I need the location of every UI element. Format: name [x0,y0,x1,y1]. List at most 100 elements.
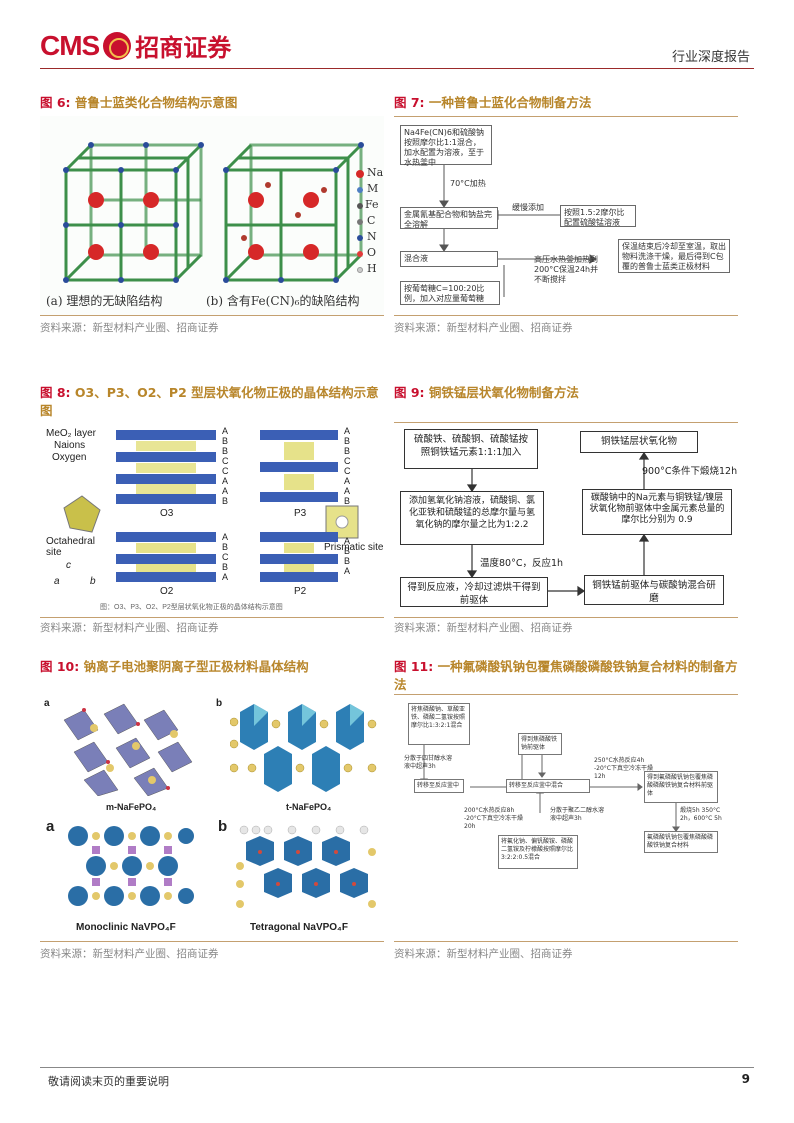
legend-n-dot [357,235,363,241]
panel-label: a [46,818,55,835]
cms-logo: CMS 招商证券 [40,28,231,63]
step-box: 得到反应液，冷却过滤烘干得到前驱体 [400,577,548,607]
step-label: 分散于聚乙二醇水溶液中超声3h [550,807,605,822]
crystal-m-nafepo4 [63,703,193,796]
legend-na-dot [356,170,364,178]
report-type: 行业深度报告 [671,50,750,65]
step-box: 添加氢氧化钠溶液，硫酸铜、氯化亚铁和硫酸锰的总摩尔量与氢氧化钠的摩尔量之比为1:… [400,491,544,545]
step-label: 70°C加热 [450,179,486,188]
figure-7: 图 7: 一种普鲁士蓝化合物制备方法 Na4Fe(CN)6和硫酸钠按照摩尔比1:… [394,94,738,334]
crystal-tetragonal-navpo4f [236,825,376,908]
figure-title: 图 9: 铜铁锰层状氧化物制备方法 [394,385,579,400]
flow-arrows [466,451,650,597]
label-prismatic: Prismatic site [324,542,384,553]
legend-o-dot [357,251,363,257]
label-p3: P3 [294,508,307,519]
legend-n: N [367,230,377,243]
figure-source: 资料来源：新型材料产业圈、招商证券 [394,322,573,334]
label-octahedral: Octahedral site [46,536,95,558]
step-label: 煅烧5h 350°C 2h，600°C 5h [680,807,722,822]
panel-label: b [216,698,223,709]
structure-p3 [260,430,338,502]
figure-source: 资料来源：新型材料产业圈、招商证券 [40,948,219,960]
legend-fe-dot [357,203,363,209]
legend-c-dot [357,219,363,225]
step-label: 温度80°C，反应1h [480,558,564,569]
lattice-ideal [63,142,204,283]
figure-source: 资料来源：新型材料产业圈、招商证券 [394,622,573,634]
legend-c: C [367,214,376,227]
figure-10: 图 10: 钠离子电池聚阴离子型正极材料晶体结构 a m-NaFePO₄ b t… [40,658,384,960]
figure-9: 图 9: 铜铁锰层状氧化物制备方法 硫酸铁、硫酸铜、硫酸锰按照铜铁锰元素1:1:… [394,384,738,634]
legend-m-dot [357,187,363,193]
figure-title: 图 6: 普鲁士蓝类化合物结构示意图 [40,95,238,110]
caption-b: (b) 含有Fe(CN)₆的缺陷结构 [206,294,360,308]
legend-m: M [367,182,379,195]
label-layer: MeO₂ layer [46,428,97,439]
step-label: 缓慢添加 [512,203,544,212]
step-box: 转移至反应釜中 [414,779,464,793]
structure-o2 [116,532,216,582]
step-box: Na4Fe(CN)6和硫酸钠按照摩尔比1:1混合，加水配置为溶液，至于水热釜中 [400,125,492,167]
caption-a: (a) 理想的无缺陷结构 [46,294,163,308]
step-box: 转移至反应釜中混合 [506,779,590,793]
legend-h-dot [357,267,363,273]
figure-source: 资料来源：新型材料产业圈、招商证券 [40,322,219,334]
octahedral-site-shape [63,495,101,533]
footer-divider [40,1067,754,1068]
lattice-defect [223,142,364,283]
step-box: 硫酸铁、硫酸铜、硫酸锰按照铜铁锰元素1:1:1加入 [404,429,538,469]
legend-o: O [367,246,377,259]
figure-title: 图 11: 一种氟磷酸钒钠包覆焦磷酸磷酸铁钠复合材料的制备方法 [394,659,738,692]
caption: m-NaFePO₄ [106,802,157,812]
step-label: 250°C水热反应4h -20°C下真空冷冻干燥12h [594,757,653,780]
label-naions: Naions [54,440,86,451]
panel-label: a [44,698,50,709]
structure-p2 [260,532,338,582]
label-o3: O3 [160,508,174,519]
step-label: 分散于四甘醇水溶液中超声3h [404,755,453,770]
structure-o3 [116,430,216,504]
axis-a: a [54,576,60,587]
figure-source: 资料来源：新型材料产业圈、招商证券 [40,622,219,634]
figure-8: 图 8: O3、P3、O2、P2 型层状氧化物正极的晶体结构示意图 MeO₂ l… [40,384,384,634]
step-box: 将焦磷酸钠、草酸亚铁、磷酸二氢铵按照摩尔比1:3:2:1混合 [408,703,470,745]
step-box: 碳酸钠中的Na元素与铜铁锰/镍层状氧化物前驱体中金属元素总量的摩尔比分别为 0.… [582,489,732,535]
figure-title: 图 7: 一种普鲁士蓝化合物制备方法 [394,95,592,110]
label-oxygen: Oxygen [52,452,87,463]
logo-chinese: 招商证券 [135,33,232,62]
figure-title: 图 10: 钠离子电池聚阴离子型正极材料晶体结构 [40,659,309,674]
step-label: 200°C水热反应8h -20°C下真空冷冻干燥20h [464,807,523,830]
logo-emblem-icon [103,31,132,60]
step-box: 金属氰基配合物和钠盐完全溶解 [400,207,498,229]
step-box: 混合液 [400,251,498,267]
step-box: 保温结束后冷却至室温，取出物料洗涤干燥，最后得到C包覆的普鲁士蓝类正极材料 [618,239,730,273]
step-box: 按葡萄糖C=100:20比例，加入对应量葡萄糖 [400,281,500,305]
step-box: 将氟化钠、偏钒酸铵、磷酸二氢铵及柠檬酸按照摩尔比3:2:2:0.5混合 [498,835,578,869]
footer-note: 敬请阅读末页的重要说明 [48,1075,169,1088]
figure-11: 图 11: 一种氟磷酸钒钠包覆焦磷酸磷酸铁钠复合材料的制备方法 将焦磷酸钠、草酸… [394,658,738,960]
flowchart: 硫酸铁、硫酸铜、硫酸锰按照铜铁锰元素1:1:1加入 添加氢氧化钠溶液，硫酸铜、氯… [394,422,738,618]
crystal-t-nafepo4 [230,704,377,792]
figure-footnote: 图：O3、P3、O2、P2型层状氧化物正极的晶体结构示意图 [100,604,283,611]
panel-label: b [218,818,228,835]
figure-image: Na M Fe C N O H (a) 理想的无缺陷结构 (b) 含有Fe(CN… [40,116,384,316]
caption: Monoclinic NaVPO₄F [76,922,176,933]
label-o2: O2 [160,586,174,597]
prismatic-site-shape [325,505,359,539]
figure-title: 图 8: O3、P3、O2、P2 型层状氧化物正极的晶体结构示意图 [40,385,379,418]
axis-b: b [90,576,96,587]
axis-c: c [66,560,71,571]
step-label: 900°C条件下煅烧12h [642,466,738,477]
logo-text: CMS [40,29,100,61]
step-box: 得到氟磷酸钒钠包覆焦磷酸磷酸铁钠复合材料前驱体 [644,771,718,803]
step-box: 得到焦磷酸铁钠前驱体 [518,733,562,755]
flowchart: Na4Fe(CN)6和硫酸钠按照摩尔比1:1混合，加水配置为溶液，至于水热釜中 … [394,116,738,316]
figure-image: a m-NaFePO₄ b t-NaFePO₄ a Monocl [40,694,384,942]
legend-na: Na [367,166,384,179]
